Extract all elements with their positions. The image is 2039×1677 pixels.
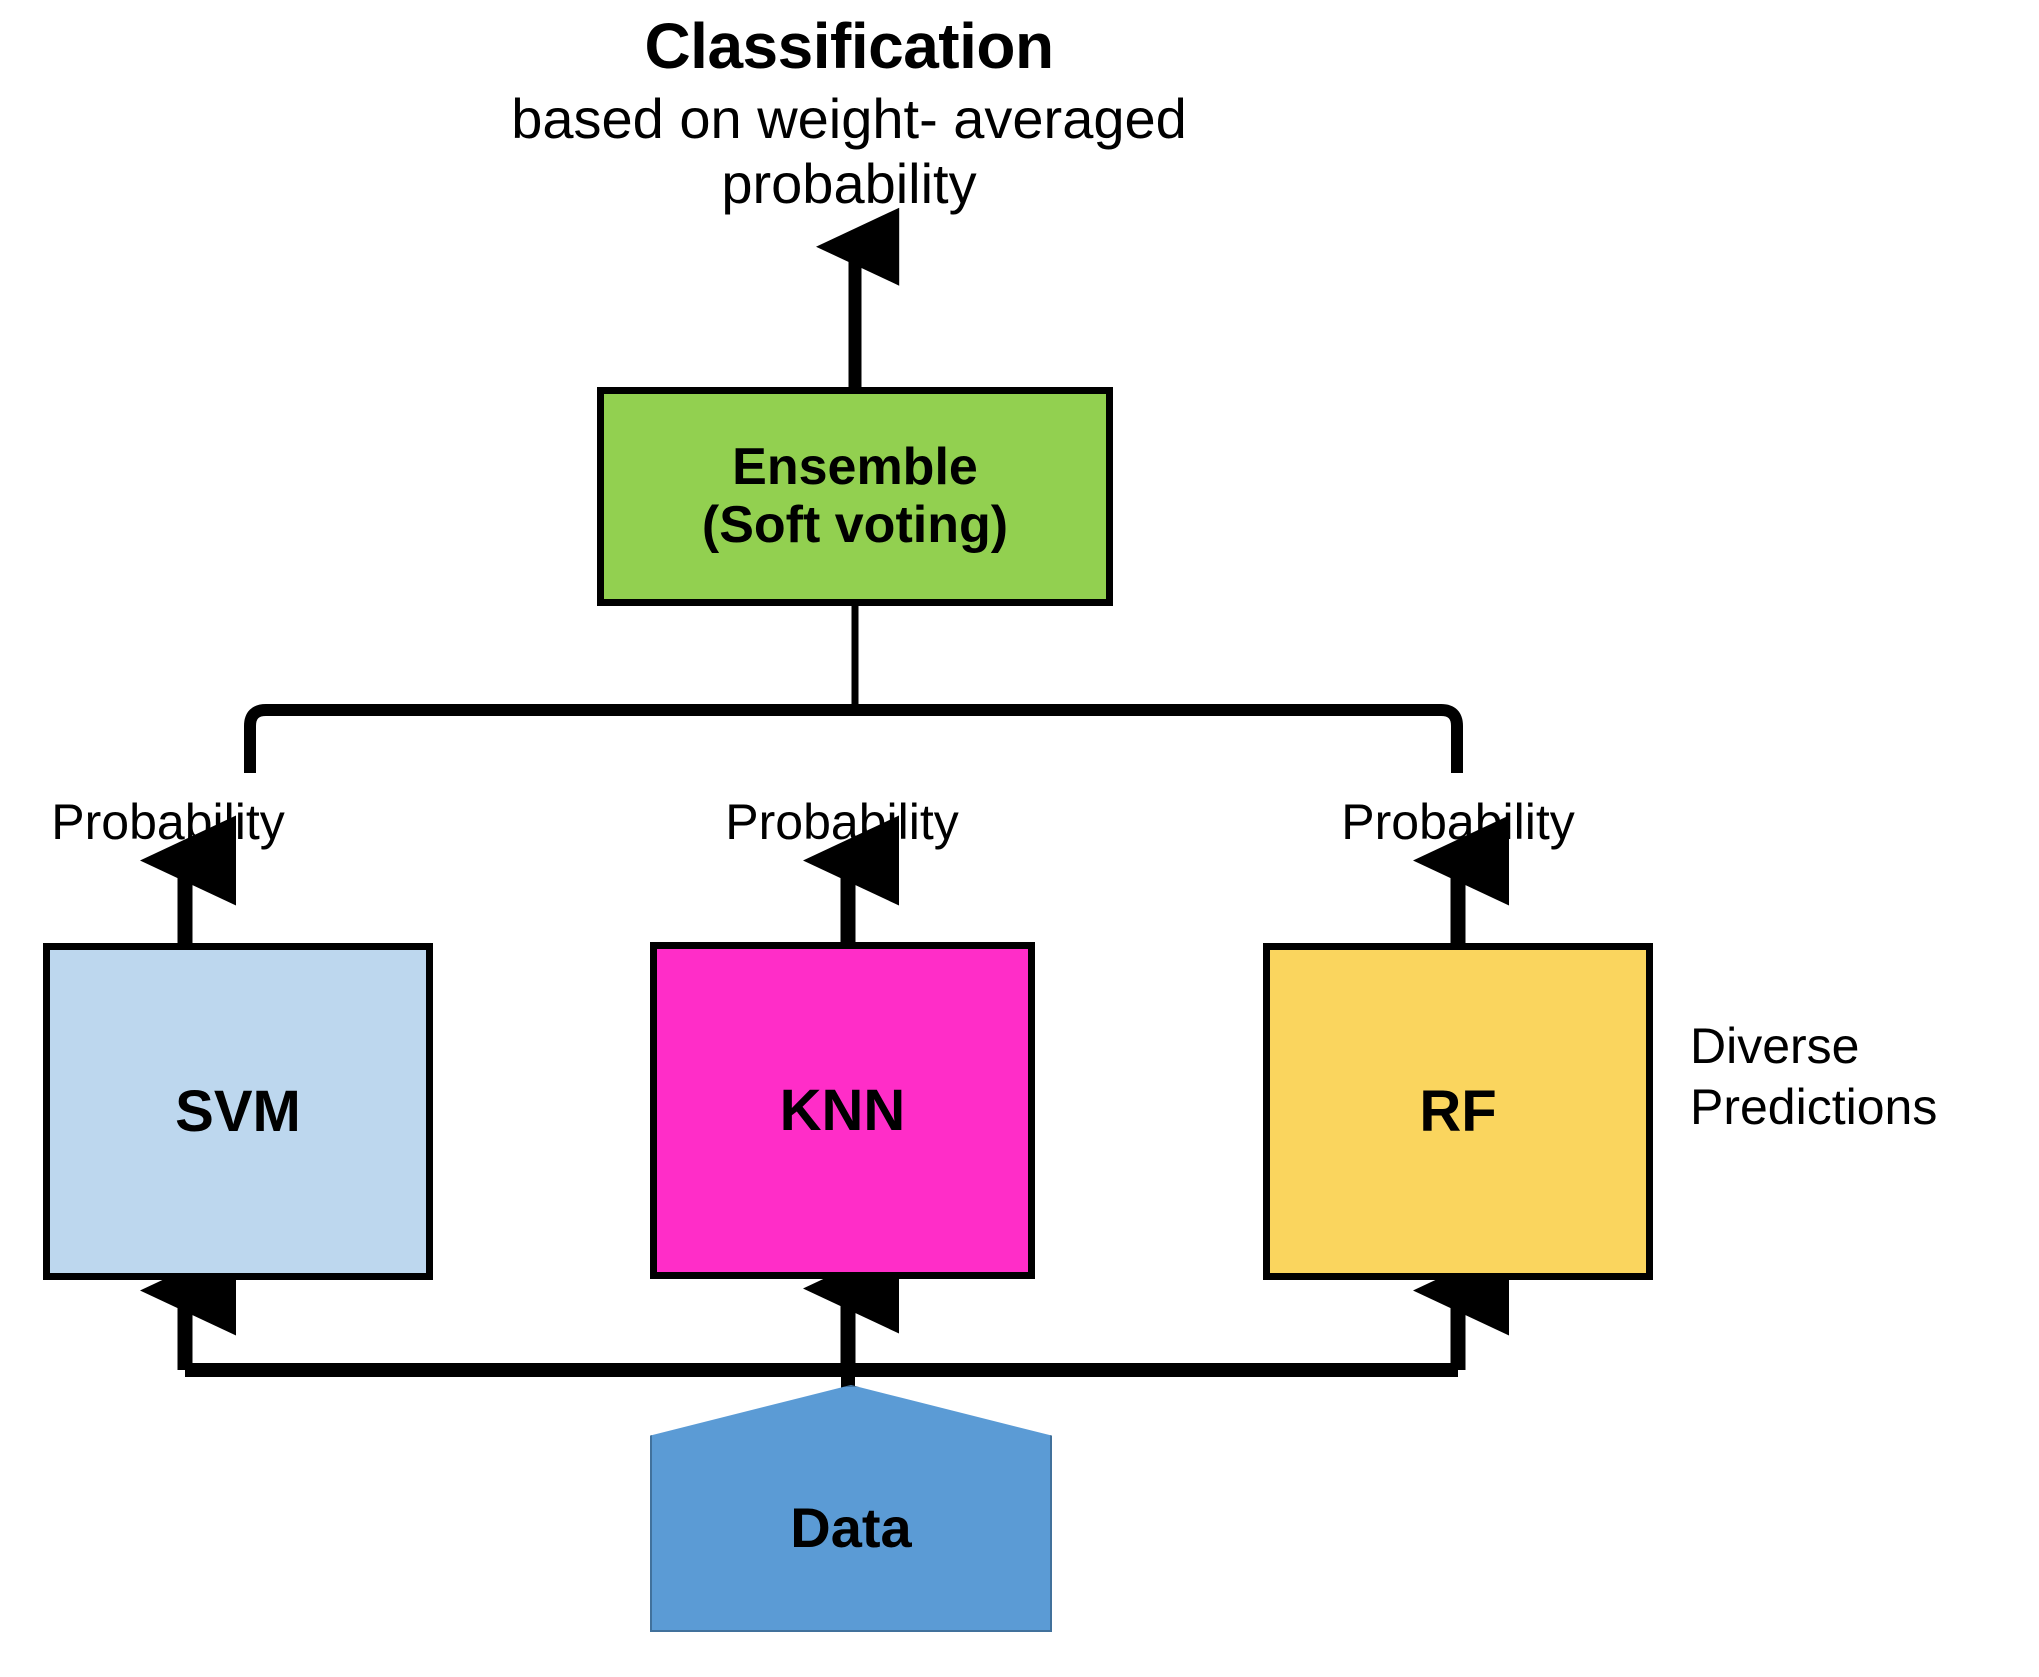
node-data-label: Data	[790, 1496, 912, 1559]
node-ensemble-line-1: Ensemble	[732, 438, 978, 497]
node-ensemble-line-2: (Soft voting)	[701, 495, 1009, 554]
title-subtitle-line-2: probability	[721, 152, 977, 216]
node-svm[interactable]: SVM	[43, 943, 433, 1280]
node-ensemble-label: Ensemble (Soft voting)	[701, 438, 1009, 554]
title-subtitle: based on weight- averaged probability	[319, 87, 1379, 217]
node-knn-label: KNN	[779, 1077, 906, 1143]
node-knn[interactable]: KNN	[650, 942, 1035, 1279]
node-svm-label: SVM	[175, 1078, 301, 1144]
annotation-diverse-line-2: Predictions	[1690, 1079, 1938, 1135]
annotation-diverse-predictions: Diverse Predictions	[1690, 1016, 2030, 1138]
classification-title-block: Classification based on weight- averaged…	[319, 10, 1379, 217]
annotation-diverse-line-1: Diverse	[1690, 1018, 1860, 1074]
node-rf[interactable]: RF	[1263, 943, 1653, 1280]
node-data[interactable]: Data	[650, 1385, 1052, 1632]
bracket-probabilities	[244, 704, 1463, 773]
edge-label-probability-knn: Probability	[725, 794, 959, 850]
node-ensemble[interactable]: Ensemble (Soft voting)	[597, 387, 1113, 606]
edge-label-probability-svm: Probability	[51, 794, 285, 850]
page-title: Classification	[644, 10, 1054, 82]
edge-label-probability-rf: Probability	[1341, 794, 1575, 850]
node-rf-label: RF	[1419, 1078, 1497, 1144]
title-subtitle-line-1: based on weight- averaged	[511, 87, 1187, 151]
